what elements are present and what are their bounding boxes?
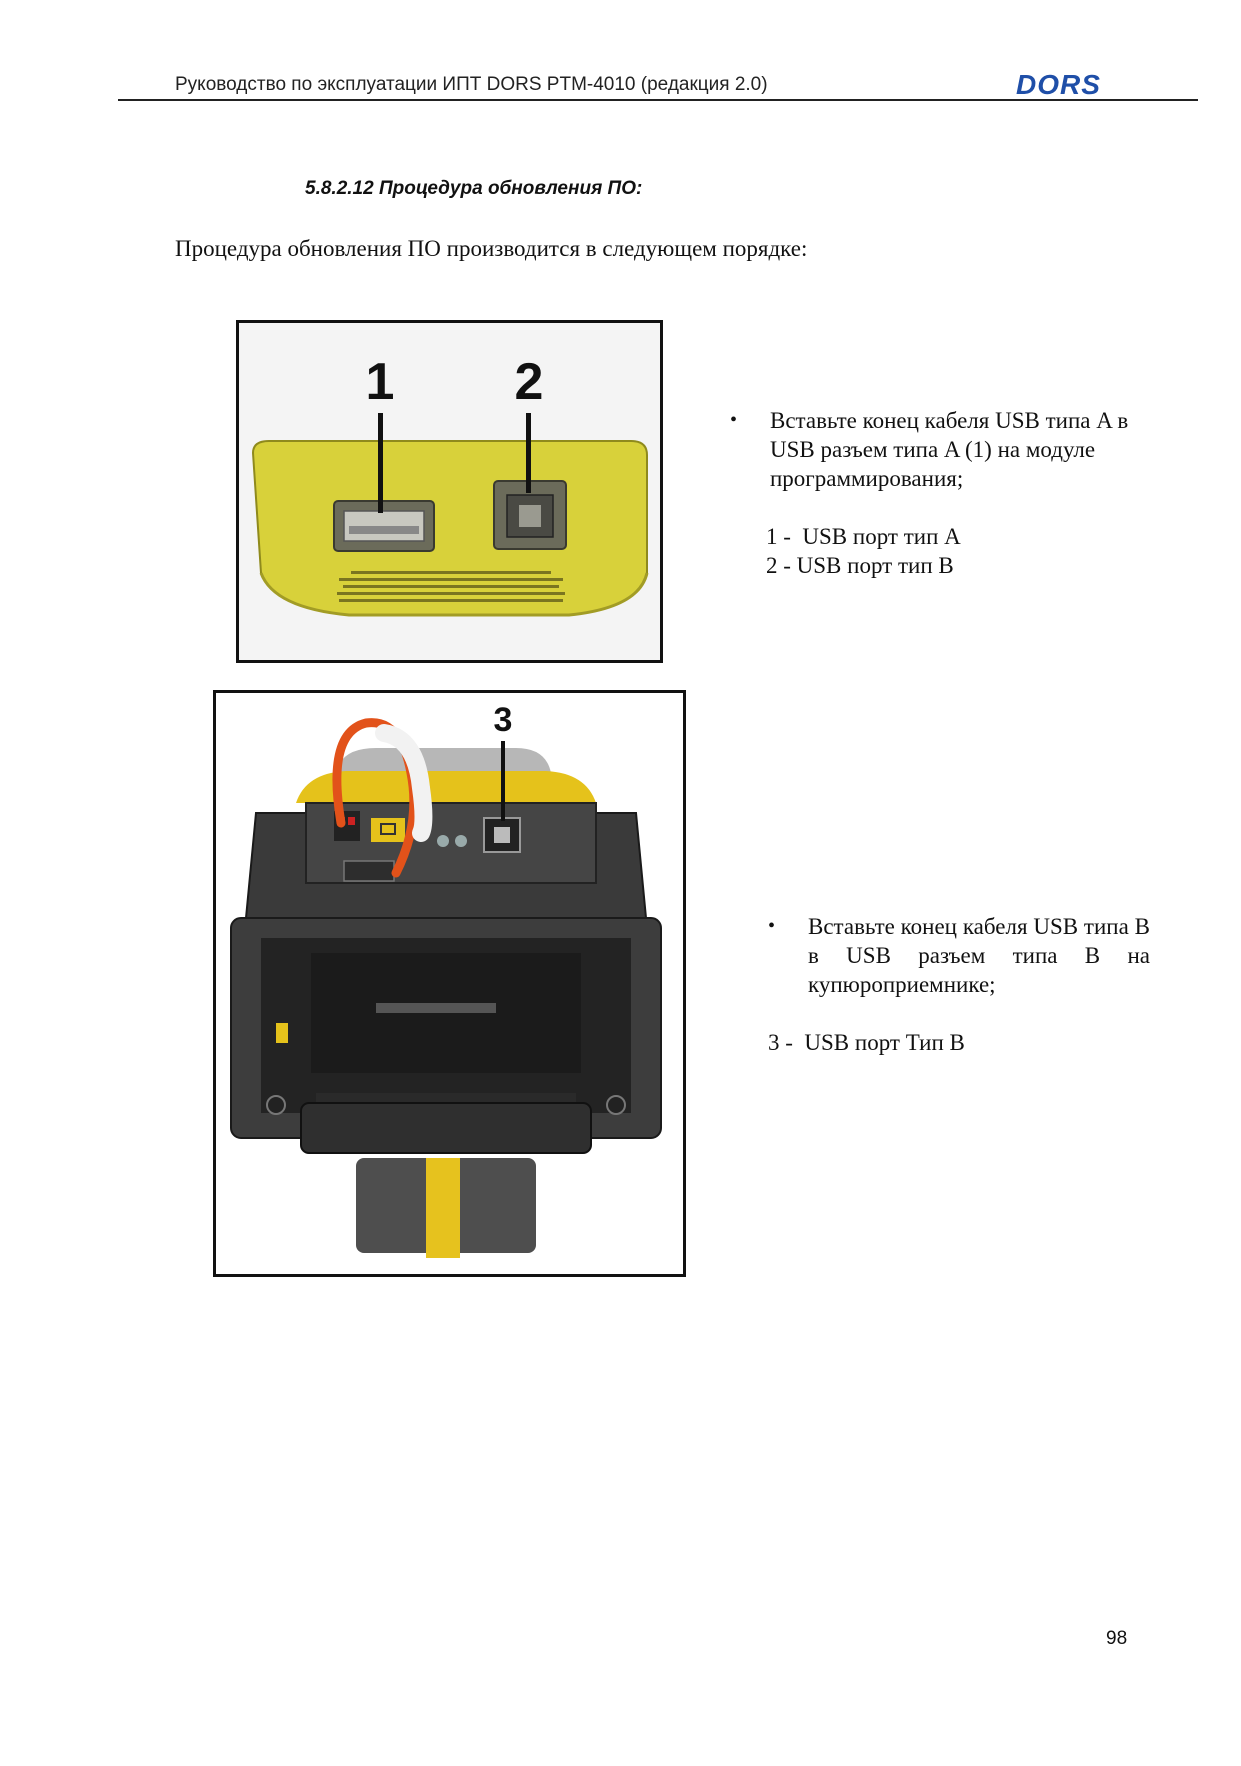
step-2-bullet-item: • Вставьте конец кабеля USB типа B в USB… — [768, 912, 1150, 999]
programming-module-illustration: 1 2 — [239, 323, 660, 660]
legend-item-usb-b: 2 - USB порт тип B — [766, 553, 954, 578]
step-2-text: Вставьте конец кабеля USB типа B в USB р… — [808, 914, 1150, 997]
bullet-marker: • — [768, 915, 776, 937]
step-2-legend: 3 - USB порт Тип B — [768, 1028, 1150, 1057]
step-1-bullet-item: • Вставьте конец кабеля USB типа A в USB… — [730, 406, 1150, 493]
section-title: 5.8.2.12 Процедура обновления ПО: — [305, 178, 643, 199]
step-1-legend: 1 - USB порт тип A 2 - USB порт тип B — [730, 522, 1150, 580]
legend-item-usb-a: 1 - USB порт тип A — [766, 524, 961, 549]
callout-1-label: 1 — [366, 353, 395, 411]
bill-validator-photo: 3 — [213, 690, 686, 1277]
callout-3-label: 3 — [494, 701, 513, 739]
bill-validator-illustration: 3 — [216, 693, 683, 1274]
callout-2-label: 2 — [515, 353, 544, 411]
bullet-marker: • — [730, 409, 738, 431]
header-divider — [118, 99, 1198, 101]
step-1-instructions: • Вставьте конец кабеля USB типа A в USB… — [730, 406, 1150, 580]
step-1-text: Вставьте конец кабеля USB типа A в USB р… — [770, 408, 1129, 491]
programming-module-photo: 1 2 — [236, 320, 663, 663]
step-2-instructions: • Вставьте конец кабеля USB типа B в USB… — [768, 912, 1150, 1057]
document-header-title: Руководство по эксплуатации ИПТ DORS PTM… — [175, 74, 768, 95]
dors-logo: DORS — [1016, 70, 1101, 98]
intro-paragraph: Процедура обновления ПО производится в с… — [175, 236, 808, 261]
legend-item-usb-b-port: 3 - USB порт Тип B — [768, 1030, 965, 1055]
dors-logo-text: DORS — [1016, 70, 1101, 98]
page-number: 98 — [1106, 1628, 1128, 1649]
